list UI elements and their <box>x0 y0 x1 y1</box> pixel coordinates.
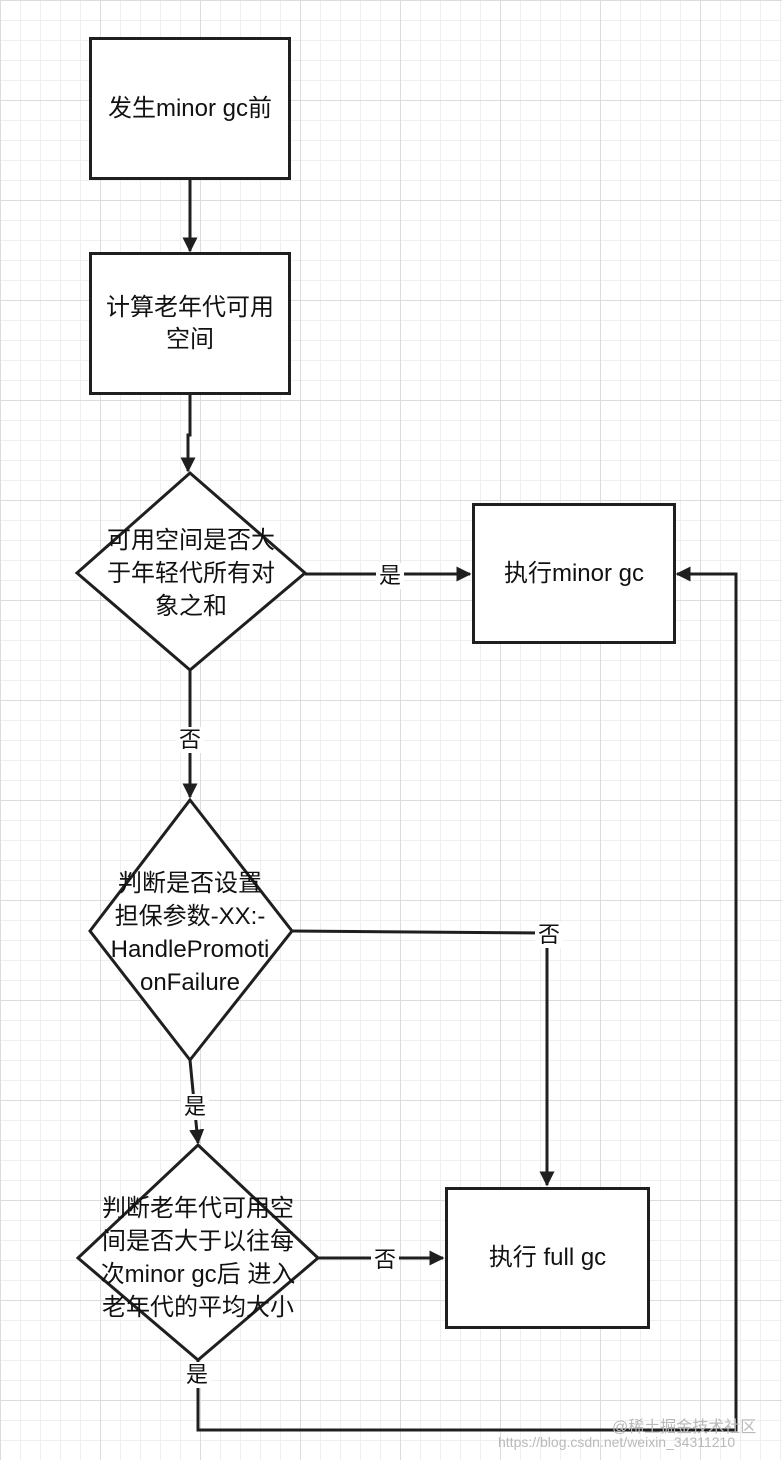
edge-label-d2-yes: 是 <box>180 1094 210 1120</box>
watermark-site: @稀土掘金技术社区 <box>612 1419 757 1436</box>
edge-calc-to-decision1 <box>180 395 196 473</box>
decision2-text: 判断是否设置担保参数-XX:-HandlePromotionFailure <box>110 869 270 996</box>
edge-label-d2-no: 否 <box>534 922 564 948</box>
calc-node: 计算老年代可用空间 <box>89 252 291 395</box>
start-node: 发生minor gc前 <box>89 37 291 180</box>
decision1-text: 可用空间是否大于年轻代所有对象之和 <box>107 526 275 620</box>
edge-decision3-yes-loop <box>196 566 738 1432</box>
edge-label-d3-no: 否 <box>370 1247 400 1273</box>
decision3-text: 判断老年代可用空间是否大于以往每次minor gc后 进入老年代的平均大小 <box>100 1194 296 1321</box>
watermark-url: https://blog.csdn.net/weixin_34311210 <box>498 1434 736 1450</box>
edge-decision2-no <box>291 929 555 1187</box>
full-gc-node: 执行 full gc <box>445 1187 650 1329</box>
edge-label-d3-yes: 是 <box>182 1362 212 1388</box>
edge-label-d1-no: 否 <box>175 727 205 753</box>
edge-label-d1-yes: 是 <box>375 563 405 589</box>
minor-gc-node: 执行minor gc <box>472 503 676 644</box>
